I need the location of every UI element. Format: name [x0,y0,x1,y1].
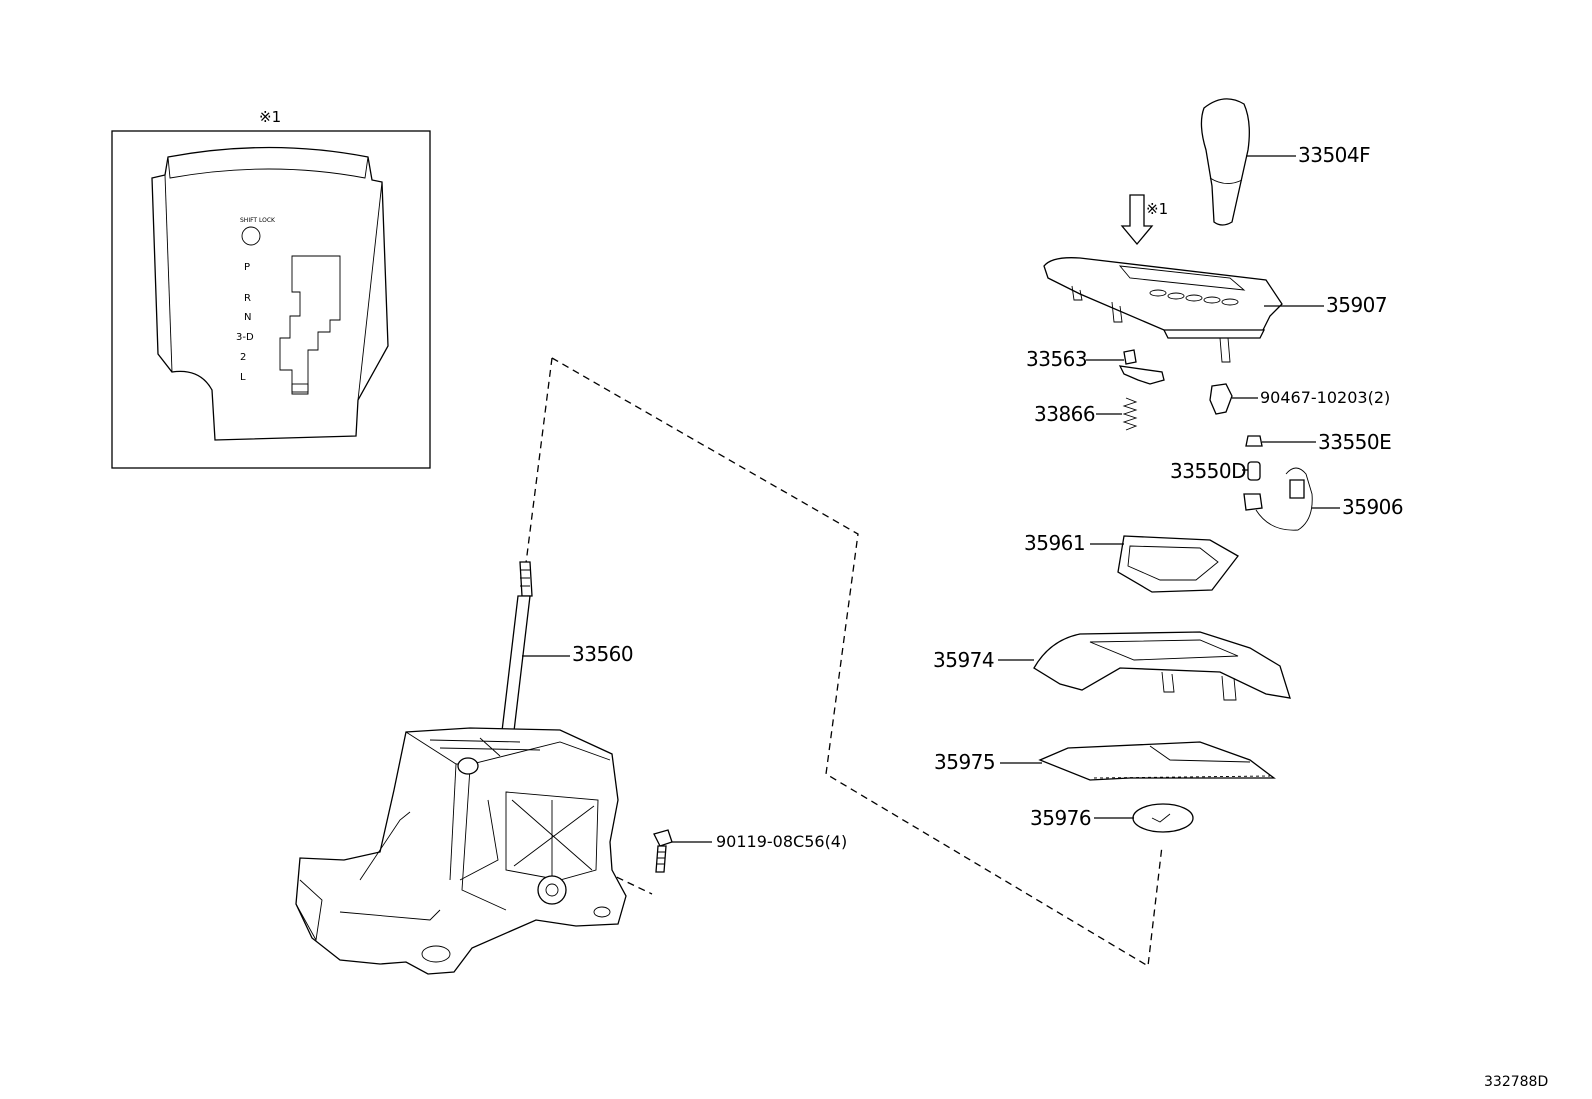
gate-l: L [240,372,246,383]
bulb [1245,435,1316,447]
label-35975: 35975 [934,750,996,774]
diagram-id: 332788D [1484,1074,1549,1090]
clip [1209,383,1258,415]
indicator-plate [1043,257,1324,363]
gate-2: 2 [240,352,247,363]
assembly-dashed-outline [525,357,1163,968]
inset-marker: ※1 [259,108,282,126]
emblem-disc [1094,803,1194,833]
label-35976: 35976 [1030,806,1092,830]
label-33550D: 33550D [1170,459,1247,483]
wire-harness [1243,467,1340,531]
gate-3d: 3-D [236,332,254,343]
label-90467: 90467-10203(2) [1260,388,1391,407]
shift-lever-assembly [295,561,627,975]
svg-text:SHIFT LOCK: SHIFT LOCK [240,217,276,224]
inset-panel: SHIFT LOCK [111,130,431,469]
label-35907: 35907 [1326,293,1388,317]
spring [1096,397,1138,431]
gate-p: P [244,262,251,273]
label-35906: 35906 [1342,495,1404,519]
shift-knob [1200,98,1296,226]
housing-bracket [1090,535,1239,593]
lock-release-button [1086,349,1165,385]
down-arrow-icon [1120,194,1154,246]
shift-bezel [998,631,1291,701]
label-35961: 35961 [1024,531,1086,555]
arrow-marker: ※1 [1146,200,1169,218]
gate-r: R [244,293,251,304]
label-33560: 33560 [572,642,634,666]
gate-n: N [244,312,252,323]
bulb-socket [1242,461,1261,481]
shift-cover-strip [1000,741,1276,781]
label-33866: 33866 [1034,402,1096,426]
label-90119: 90119-08C56(4) [716,832,848,851]
label-35974: 35974 [933,648,995,672]
label-33504F: 33504F [1298,143,1371,167]
label-33550E: 33550E [1318,430,1392,454]
label-33563: 33563 [1026,347,1088,371]
mounting-bolt [653,829,712,873]
